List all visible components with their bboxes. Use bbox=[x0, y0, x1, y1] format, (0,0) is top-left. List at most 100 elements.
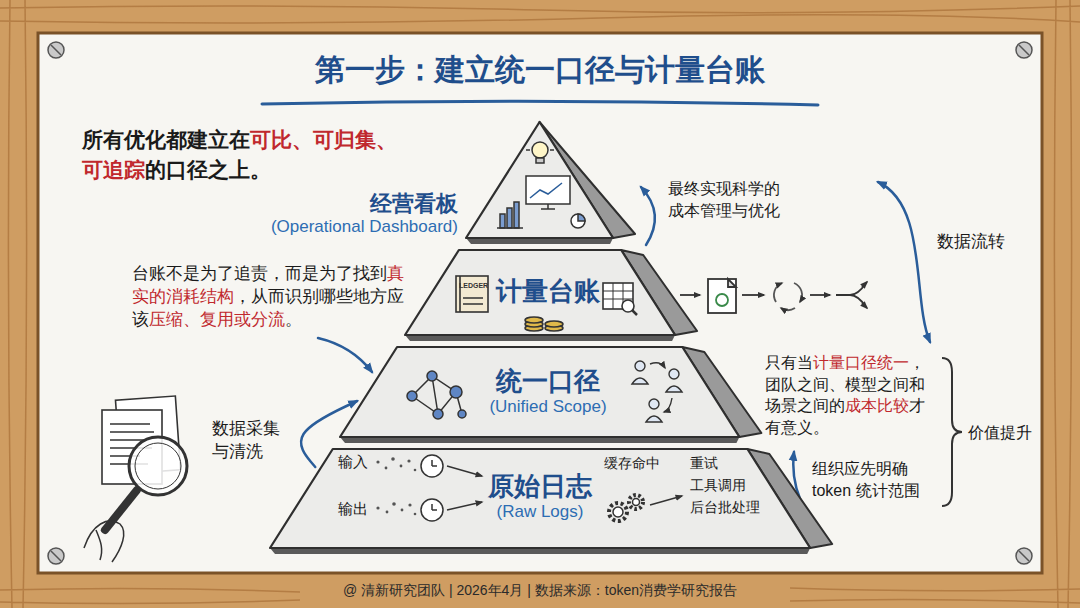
screw bbox=[48, 42, 64, 58]
emphasis-run: 压缩、复用或分流 bbox=[149, 310, 285, 328]
network-icon bbox=[450, 386, 462, 398]
flow-icons bbox=[836, 283, 866, 307]
process-label: 数据采集与清洗 bbox=[212, 418, 284, 464]
node-subheading: (Operational Dashboard) bbox=[271, 217, 458, 237]
flow-icons bbox=[810, 294, 830, 296]
screw bbox=[51, 551, 61, 561]
band-front bbox=[340, 347, 739, 437]
log-icons bbox=[376, 460, 379, 463]
node-text-block: 经营看板(Operational Dashboard) bbox=[271, 191, 458, 238]
network-icon bbox=[412, 376, 462, 414]
log-icons bbox=[447, 502, 482, 510]
documents-magnifier bbox=[84, 396, 187, 562]
log-icons bbox=[376, 457, 416, 515]
people-icon bbox=[649, 399, 659, 409]
screw bbox=[1019, 45, 1029, 55]
flow-icons bbox=[774, 283, 782, 302]
dashboard-icons bbox=[526, 149, 554, 151]
log-icons bbox=[385, 467, 388, 470]
dashboard-icons bbox=[497, 142, 585, 228]
dashboard-icons bbox=[532, 142, 548, 158]
node-text-block: 统一口径(Unified Scope) bbox=[489, 366, 606, 418]
flow-icons bbox=[680, 294, 700, 296]
flow-icons bbox=[794, 283, 802, 302]
text-run: 台账不是为了追责，而是为了找到 bbox=[132, 264, 387, 282]
log-icons bbox=[401, 509, 404, 512]
screw bbox=[48, 42, 1032, 564]
leader-arrow bbox=[878, 182, 930, 342]
item-label: 工具调用 bbox=[690, 477, 746, 494]
people-icon bbox=[635, 361, 645, 371]
log-icons bbox=[447, 466, 482, 476]
node-subheading: (Unified Scope) bbox=[489, 397, 606, 417]
dashboard-icons bbox=[578, 214, 585, 221]
log-icons bbox=[386, 511, 389, 514]
node-subheading: (Raw Logs) bbox=[488, 502, 592, 522]
node-heading: 原始日志 bbox=[488, 471, 592, 502]
node-heading: 统一口径 bbox=[489, 366, 606, 397]
log-icons bbox=[421, 499, 443, 521]
book-title: LEDGER bbox=[459, 282, 488, 290]
flow-icons bbox=[680, 279, 867, 313]
network-icon bbox=[427, 371, 437, 381]
dashboard-icons bbox=[514, 202, 519, 228]
ledger-icons bbox=[460, 276, 483, 312]
band-front bbox=[270, 449, 810, 548]
documents-magnifier bbox=[135, 443, 181, 489]
emphasis-run: 成本比较 bbox=[845, 397, 909, 414]
dashboard-icons bbox=[536, 158, 544, 163]
callout-note: 台账不是为了追责，而是为了找到真实的消耗结构，从而识别哪些地方应该压缩、复用或分… bbox=[132, 262, 407, 331]
dashboard-icons bbox=[530, 183, 562, 198]
log-icons bbox=[392, 502, 396, 506]
network-icon bbox=[433, 409, 443, 419]
network-icon bbox=[458, 410, 466, 418]
brace-label: 价值提升 bbox=[968, 423, 1032, 442]
text-run: 只有当 bbox=[765, 354, 813, 371]
leader-arrow bbox=[318, 338, 372, 372]
ledger-icons bbox=[632, 310, 637, 315]
band-outline bbox=[270, 449, 832, 554]
log-icons bbox=[376, 506, 379, 509]
page-title: 第一步：建立统一口径与计量台账 bbox=[0, 52, 1080, 88]
screw bbox=[1016, 548, 1032, 564]
dashboard-icons bbox=[500, 214, 505, 228]
flow-icons bbox=[708, 279, 736, 313]
item-label: 重试 bbox=[690, 455, 718, 472]
dashboard-icons bbox=[526, 176, 570, 204]
output-label: 输出 bbox=[338, 500, 368, 518]
log-icons bbox=[414, 513, 417, 516]
dashboard-icons bbox=[497, 227, 523, 229]
flow-icons bbox=[862, 303, 867, 308]
ledger-icons bbox=[525, 317, 543, 323]
leader-arrow bbox=[641, 187, 655, 245]
log-icons bbox=[650, 496, 682, 505]
people-icon bbox=[669, 369, 679, 379]
log-icons bbox=[400, 465, 403, 468]
whiteboard bbox=[38, 33, 1042, 573]
band-outline bbox=[340, 347, 761, 443]
item-label: 缓存命中 bbox=[604, 455, 660, 472]
ledger-icons bbox=[456, 276, 637, 331]
screw bbox=[1016, 42, 1032, 58]
band-outline bbox=[466, 122, 635, 244]
band-front bbox=[405, 250, 675, 335]
text-run: 的口径之上。 bbox=[145, 158, 271, 181]
screw bbox=[1019, 551, 1029, 561]
callout-note: 只有当计量口径统一，团队之间、模型之间和场景之间的成本比较才有意义。 bbox=[765, 352, 937, 438]
dashboard-icons bbox=[571, 214, 585, 228]
people-icon bbox=[646, 416, 662, 422]
log-icons bbox=[613, 507, 623, 517]
flow-icons bbox=[716, 294, 728, 306]
node-heading: 经营看板 bbox=[271, 191, 458, 217]
emphasis-run: 计量口径统一 bbox=[813, 354, 909, 371]
log-icons bbox=[633, 499, 640, 506]
ledger-icons bbox=[545, 321, 563, 327]
flow-icons bbox=[781, 308, 795, 310]
page-caption: @ 清新研究团队 | 2026年4月 | 数据来源：token消费学研究报告 bbox=[0, 582, 1080, 599]
people-icon bbox=[650, 363, 665, 368]
callout-note: 最终实现科学的成本管理与优化 bbox=[668, 178, 793, 221]
people-icon bbox=[664, 398, 672, 412]
log-icons bbox=[407, 459, 410, 462]
text-run: 。 bbox=[285, 310, 302, 328]
log-icons bbox=[629, 495, 643, 509]
